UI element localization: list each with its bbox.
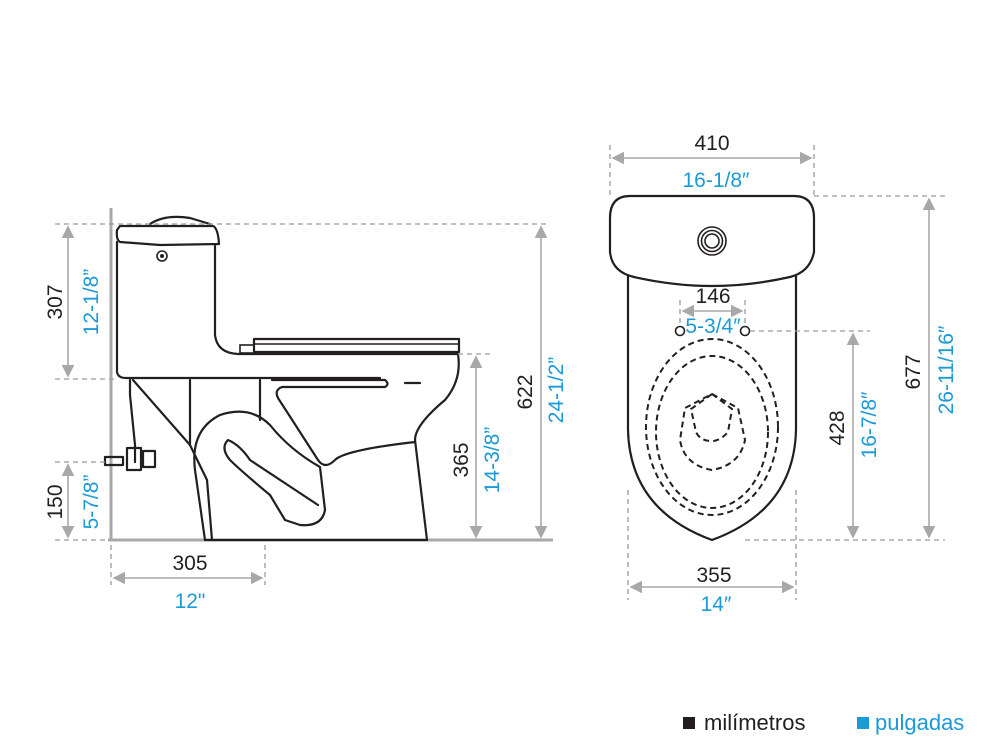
top-view: 410 16-1/8″ 146 5-3/4″ 428 16-7/8″ 677 2… [608,132,958,616]
bolt-to-front-mm: 428 [826,410,849,445]
bolt-hole-right [739,325,751,337]
tank-width-mm: 410 [694,132,729,155]
seat-height-in: 14-3/8” [481,427,504,494]
tank-height-mm: 307 [44,284,67,319]
supply-height-in: 5-7/8” [80,475,103,530]
bowl-width-mm: 355 [696,564,731,587]
legend: milímetros pulgadas [683,710,964,735]
total-depth-mm: 677 [902,354,925,389]
tank-width-in: 16-1/8″ [683,169,751,192]
total-depth-in: 26-11/16″ [935,325,958,414]
mm-legend-label: milímetros [704,710,805,735]
bolt-hole-left [674,325,686,337]
flush-button-icon [697,226,727,256]
total-height-in: 24-1/2” [545,357,568,424]
seat-height-mm: 365 [450,442,473,477]
in-legend-label: pulgadas [875,710,964,735]
tank-height-in: 12-1/8” [80,269,103,336]
bolt-spacing-in: 5-3/4″ [685,315,741,338]
supply-height-mm: 150 [44,484,67,519]
rough-in-mm: 305 [172,552,207,575]
bolt-to-front-in: 16-7/8″ [858,391,881,459]
total-height-mm: 622 [514,374,537,409]
rough-in-in: 12" [175,590,206,613]
in-legend-swatch [857,717,869,729]
toilet-side-drawing [103,215,461,542]
bowl-width-in: 14″ [701,593,732,616]
toilet-top-drawing [608,194,816,542]
side-view: 307 12-1/8” 150 5-7/8” 305 12" 365 14-3/… [44,208,568,613]
bolt-spacing-mm: 146 [695,285,730,308]
mm-legend-swatch [683,717,695,729]
